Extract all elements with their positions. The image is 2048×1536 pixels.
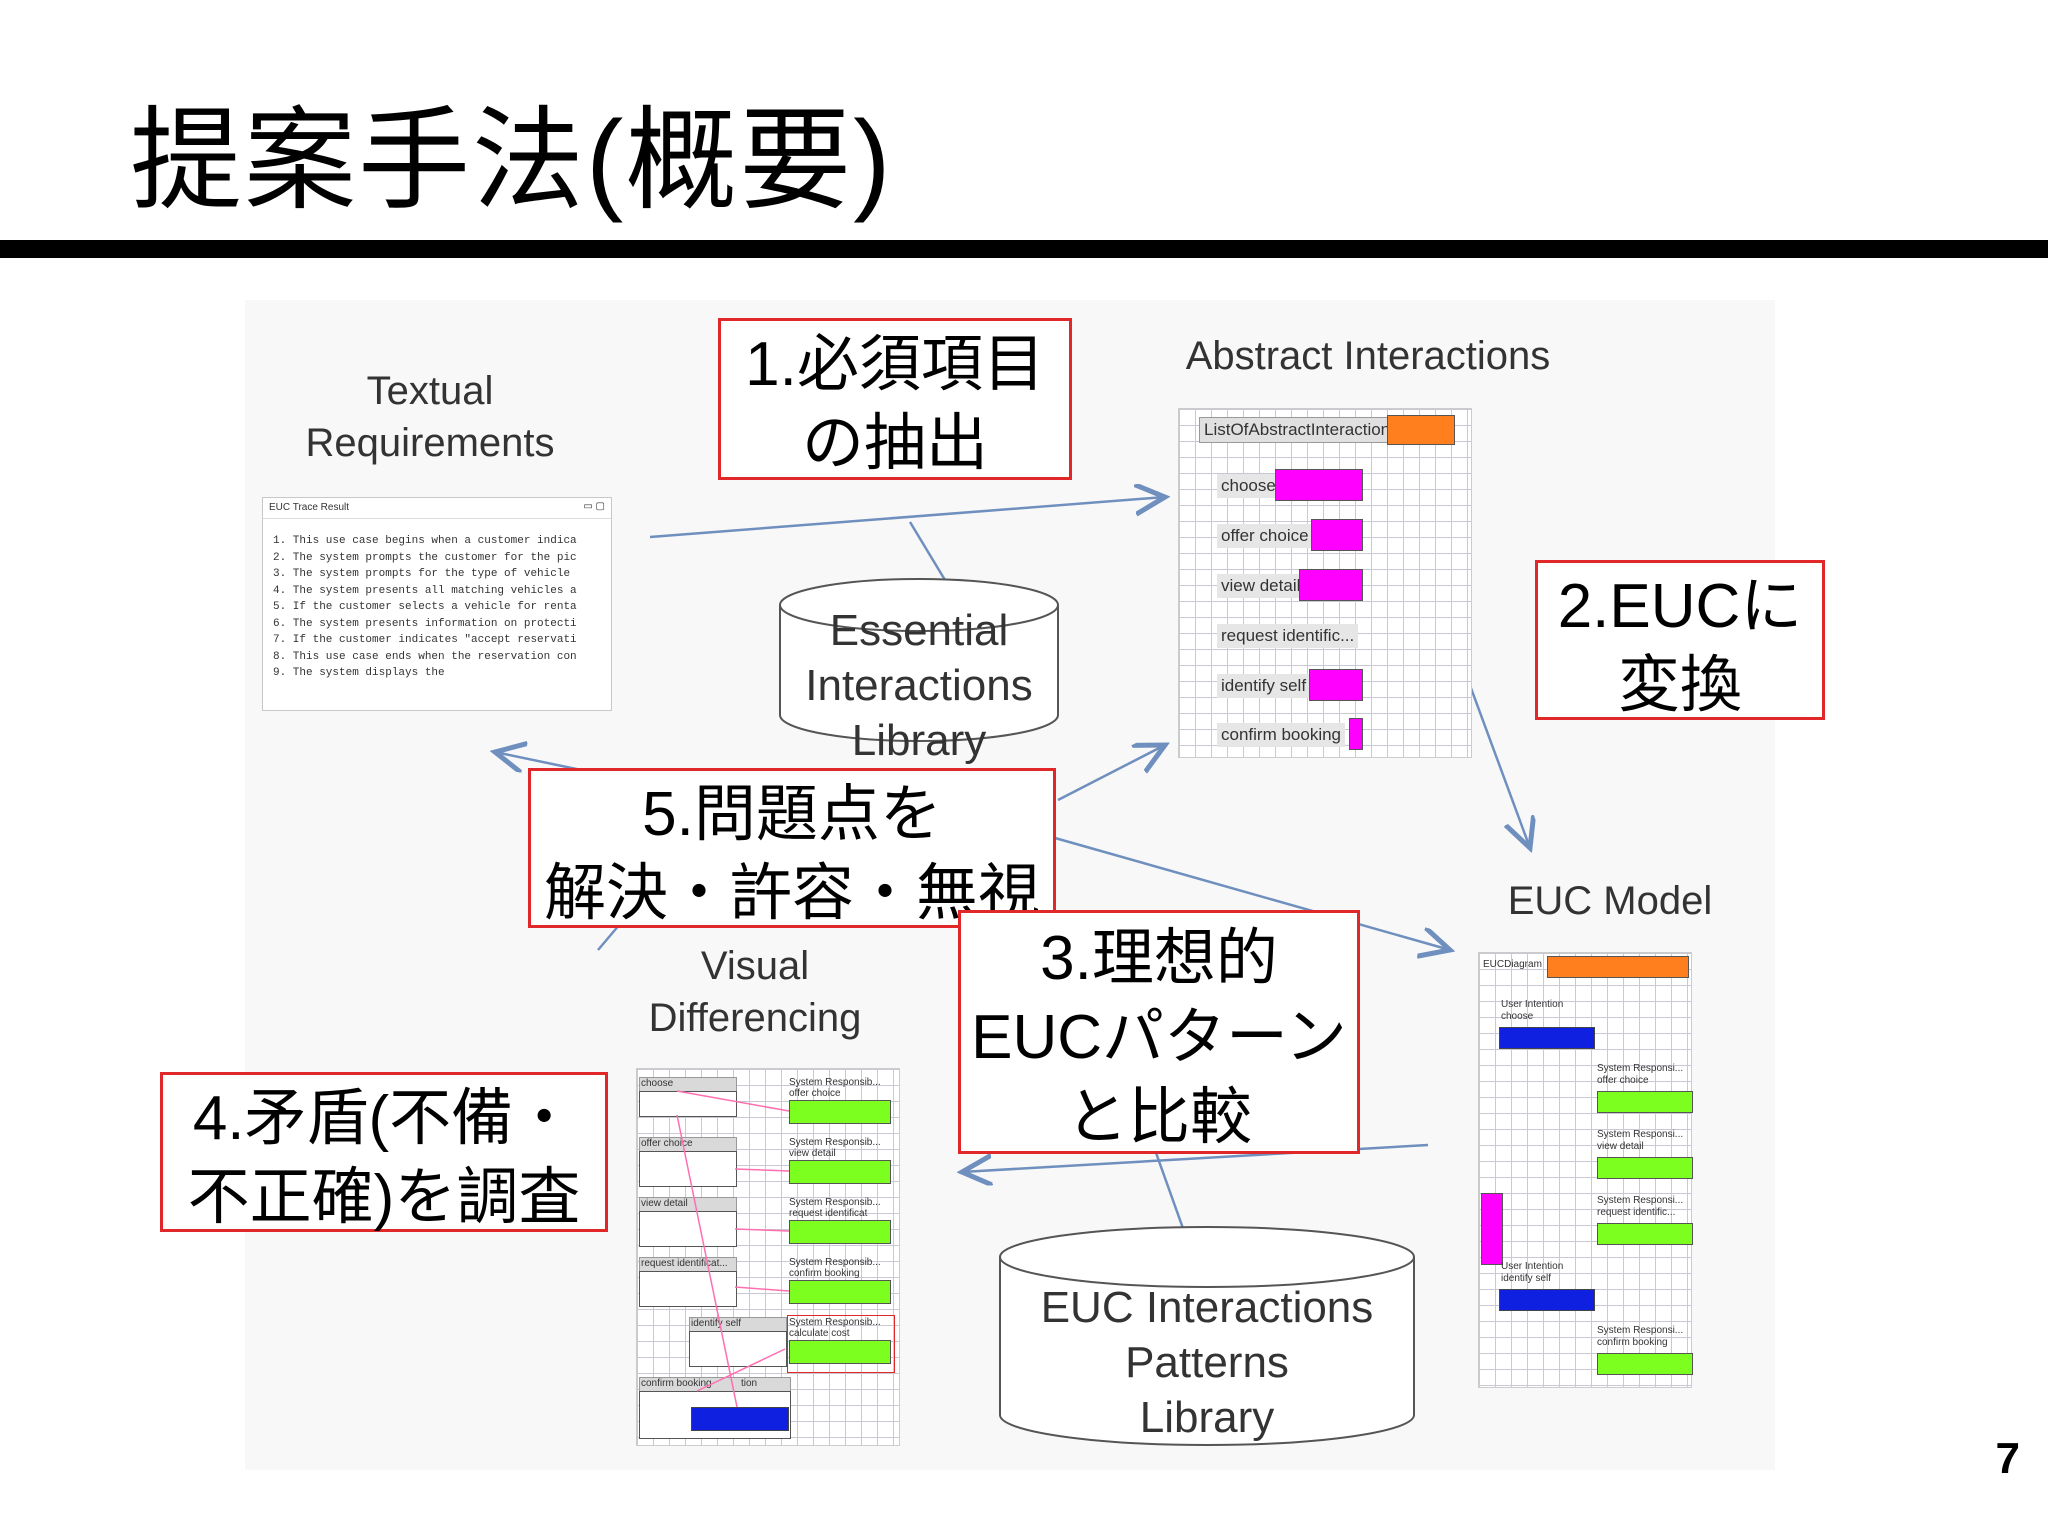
patterns-line1: EUC Interactions (998, 1280, 1416, 1335)
abstract-bar-choose (1275, 469, 1363, 501)
euc-diagram-header: EUCDiagram (1483, 959, 1542, 970)
step2-box: 2.EUCに 変換 (1535, 560, 1825, 720)
euc-sr3-title: System Responsi... (1597, 1195, 1683, 1206)
abstract-item-confirm-booking: confirm booking (1217, 723, 1345, 747)
arrow-step5-to-abstract (1058, 745, 1165, 800)
requirement-line: 5. If the customer selects a vehicle for… (273, 599, 611, 616)
patterns-line3: Library (998, 1390, 1416, 1445)
euc-sr3-label: request identific... (1597, 1207, 1675, 1218)
abstract-bar-offer-choice (1311, 519, 1363, 551)
abstract-item-view-detail: view detail (1217, 574, 1304, 598)
arrow-text-to-abstract (650, 497, 1165, 537)
step4-line2: 不正確)を調査 (163, 1158, 605, 1237)
essential-line3: Library (778, 713, 1060, 768)
page-number: 7 (1996, 1434, 2020, 1484)
visual-differencing-label: Visual Differencing (620, 940, 890, 1044)
euc-model-diagram: EUCDiagram User Intention choose System … (1478, 952, 1692, 1388)
essential-line1: Essential (778, 603, 1060, 658)
euc-ui2-label: identify self (1501, 1273, 1551, 1284)
step5-line1: 5.問題点を (531, 775, 1053, 854)
textual-requirements-window: EUC Trace Result ▭ ▢ 1. This use case be… (262, 497, 612, 711)
euc-sr1-bar (1597, 1091, 1693, 1113)
euc-model-label: EUC Model (1460, 875, 1760, 927)
euc-sr4-title: System Responsi... (1597, 1325, 1683, 1336)
step3-line3: と比較 (961, 1078, 1357, 1157)
textual-requirements-label: Textual Requirements (270, 365, 590, 469)
abstract-header-bar (1387, 415, 1455, 445)
requirement-line: 4. The system presents all matching vehi… (273, 583, 611, 600)
essential-interactions-library: Essential Interactions Library (778, 575, 1060, 745)
step1-line1: 1.必須項目 (721, 325, 1069, 404)
abstract-header: ListOfAbstractInteraction (1199, 417, 1395, 443)
euc-sr3-bar (1597, 1223, 1693, 1245)
abstract-interactions-label: Abstract Interactions (1158, 330, 1578, 382)
step4-line1: 4.矛盾(不備・ (163, 1079, 605, 1158)
euc-sr4-label: confirm booking (1597, 1337, 1668, 1348)
step2-line1: 2.EUCに (1538, 567, 1822, 646)
euc-sr2-bar (1597, 1157, 1693, 1179)
visual-differencing-diagram: choose offer choice view detail request … (636, 1068, 900, 1446)
requirement-line: 9. The system displays the (273, 665, 611, 682)
requirement-line: 8. This use case ends when the reservati… (273, 649, 611, 666)
requirement-line: 1. This use case begins when a customer … (273, 533, 611, 550)
step5-box: 5.問題点を 解決・許容・無視 (528, 768, 1056, 928)
abstract-interactions-diagram: ListOfAbstractInteraction choose offer c… (1178, 408, 1472, 758)
arrow-abstract-to-euc (1468, 680, 1530, 848)
euc-ui1-bar (1499, 1027, 1595, 1049)
diff-connectors (637, 1069, 899, 1445)
step1-line2: の抽出 (721, 404, 1069, 483)
patterns-line2: Patterns (998, 1335, 1416, 1390)
step3-box: 3.理想的 EUCパターン と比較 (958, 910, 1360, 1154)
step1-box: 1.必須項目 の抽出 (718, 318, 1072, 480)
requirement-line: 7. If the customer indicates "accept res… (273, 632, 611, 649)
abstract-bar-view-detail (1299, 569, 1363, 601)
euc-magenta-marker (1481, 1193, 1503, 1265)
step3-line2: EUCパターン (961, 998, 1357, 1077)
euc-interactions-patterns-library: EUC Interactions Patterns Library (998, 1225, 1416, 1450)
euc-sr2-label: view detail (1597, 1141, 1644, 1152)
requirements-text: 1. This use case begins when a customer … (263, 519, 611, 682)
euc-ui1-label: choose (1501, 1011, 1533, 1022)
euc-sr4-bar (1597, 1353, 1693, 1375)
abstract-item-offer-choice: offer choice (1217, 524, 1313, 548)
requirement-line: 6. The system presents information on pr… (273, 616, 611, 633)
window-controls-icon: ▭ ▢ (583, 501, 605, 512)
step2-line2: 変換 (1538, 646, 1822, 725)
step3-line1: 3.理想的 (961, 919, 1357, 998)
euc-trace-tab-title: EUC Trace Result (269, 502, 349, 513)
step4-box: 4.矛盾(不備・ 不正確)を調査 (160, 1072, 608, 1232)
visual-diff-line1: Visual (620, 940, 890, 992)
abstract-item-identify-self: identify self (1217, 674, 1310, 698)
textual-label-line1: Textual (270, 365, 590, 417)
euc-sr2-title: System Responsi... (1597, 1129, 1683, 1140)
abstract-item-request-identific: request identific... (1217, 624, 1358, 648)
requirement-line: 2. The system prompts the customer for t… (273, 550, 611, 567)
euc-ui2-title: User Intention (1501, 1261, 1563, 1272)
abstract-bar-confirm-booking (1349, 718, 1363, 750)
abstract-bar-identify-self (1309, 669, 1363, 701)
euc-sr1-title: System Responsi... (1597, 1063, 1683, 1074)
textual-label-line2: Requirements (270, 417, 590, 469)
euc-ui2-bar (1499, 1289, 1595, 1311)
requirement-line: 3. The system prompts for the type of ve… (273, 566, 611, 583)
euc-ui1-title: User Intention (1501, 999, 1563, 1010)
euc-header-bar (1547, 956, 1689, 978)
euc-sr1-label: offer choice (1597, 1075, 1649, 1086)
essential-line2: Interactions (778, 658, 1060, 713)
visual-diff-line2: Differencing (620, 992, 890, 1044)
abstract-item-choose: choose (1217, 474, 1280, 498)
